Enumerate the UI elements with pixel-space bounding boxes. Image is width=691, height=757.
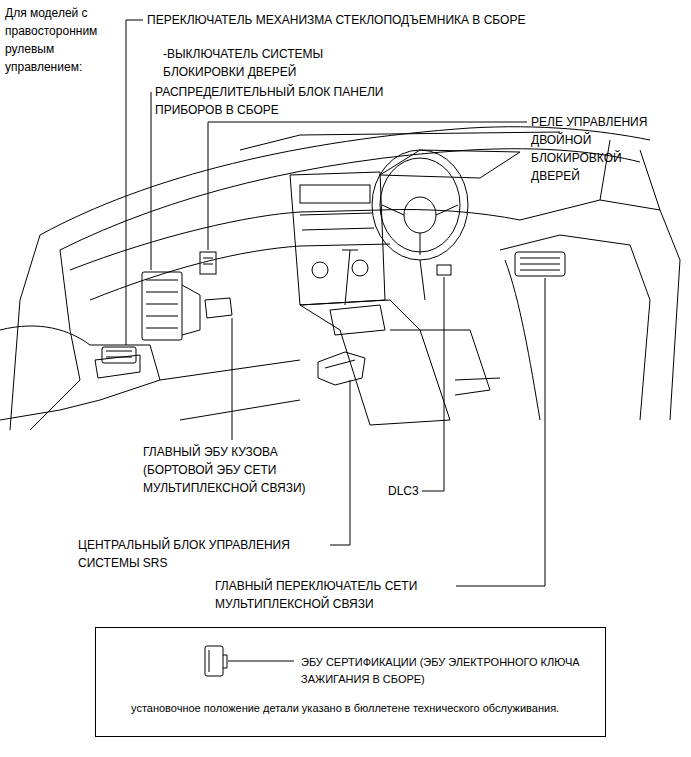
note-text: установочное положение детали указано в … [131, 700, 559, 717]
leader-line [126, 20, 143, 345]
part-name: -ВЫКЛЮЧАТЕЛЬ СИСТЕМЫ БЛОКИРОВКИ ДВЕРЕЙ [163, 45, 363, 81]
note-text: Для моделей с правосторонним рулевым упр… [5, 4, 117, 76]
part-name: ЦЕНТРАЛЬНЫЙ БЛОК УПРАВЛЕНИЯ СИСТЕМЫ SRS [78, 536, 328, 572]
connector-name: DLC3 [388, 482, 419, 500]
leader-line [232, 318, 233, 440]
part-name: ПЕРЕКЛЮЧАТЕЛЬ МЕХАНИЗМА СТЕКЛОПОДЪЕМНИКА… [147, 11, 525, 29]
part-name: РАСПРЕДЕЛИТЕЛЬНЫЙ БЛОК ПАНЕЛИ ПРИБОРОВ В… [155, 83, 425, 119]
ecu-icon [205, 646, 223, 676]
part-name: РЕЛЕ УПРАВЛЕНИЯ ДВОЙНОЙ БЛОКИРОВКОЙ ДВЕР… [531, 113, 666, 185]
srs-ecu [318, 352, 365, 385]
leader-line [422, 277, 444, 491]
note-box: ЭБУ СЕРТИФИКАЦИИ (ЭБУ ЭЛЕКТРОННОГО КЛЮЧА… [95, 627, 606, 737]
leader-line [151, 92, 152, 270]
part-name: ГЛАВНЫЙ ЭБУ КУЗОВА (БОРТОВОЙ ЭБУ СЕТИ МУ… [143, 443, 328, 497]
relay [200, 252, 216, 274]
leader-line [456, 278, 545, 586]
dlc3-connector [437, 265, 451, 275]
leader-line [208, 122, 527, 250]
part-name: ГЛАВНЫЙ ПЕРЕКЛЮЧАТЕЛЬ СЕТИ МУЛЬТИПЛЕКСНО… [215, 577, 475, 613]
leader-line [228, 661, 294, 662]
part-name: ЭБУ СЕРТИФИКАЦИИ (ЭБУ ЭЛЕКТРОННОГО КЛЮЧА… [301, 654, 591, 688]
leader-line [330, 380, 350, 545]
junction-block [142, 272, 182, 340]
window-switch [102, 347, 136, 363]
master-switch [515, 252, 565, 276]
